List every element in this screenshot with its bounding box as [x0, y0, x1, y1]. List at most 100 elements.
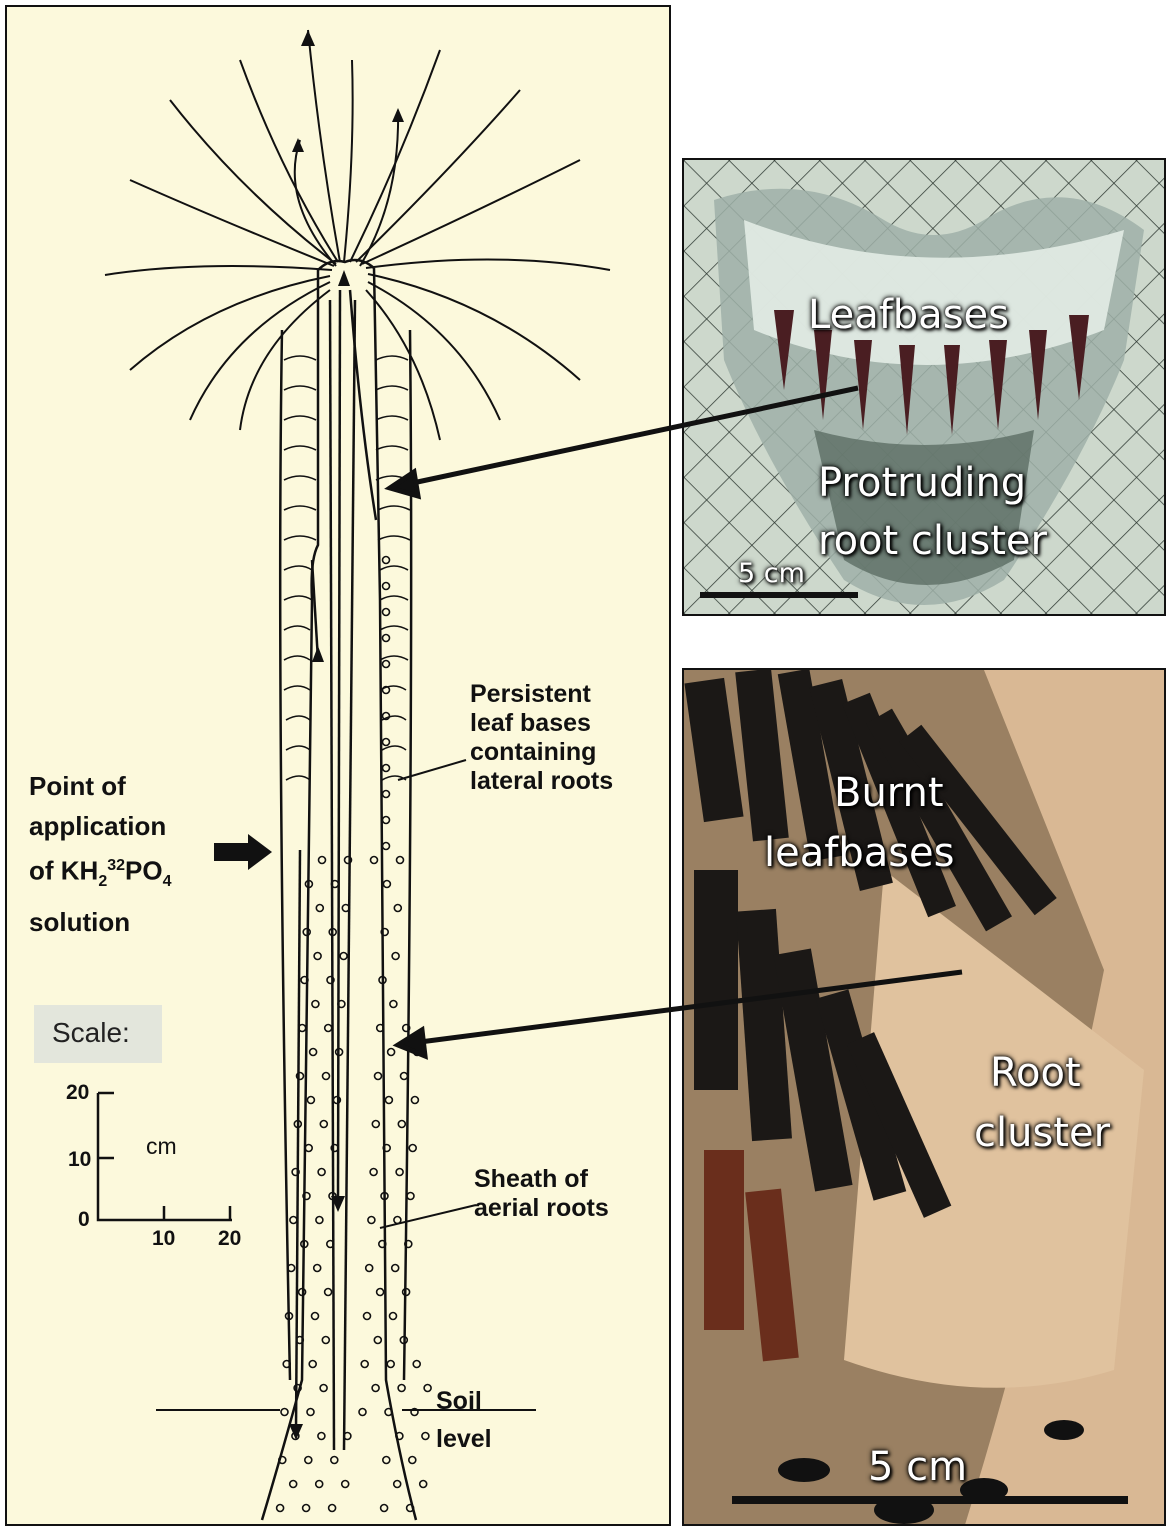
root-dot	[381, 607, 391, 617]
root-dot	[293, 1383, 302, 1393]
root-dot	[399, 1071, 409, 1081]
root-dot	[317, 1431, 326, 1441]
label-root: Root	[990, 1050, 1081, 1096]
root-dot	[313, 951, 322, 961]
root-dot	[289, 1215, 298, 1225]
scale-title: Scale:	[52, 1017, 130, 1048]
label-soil-level: Soil level	[436, 1387, 492, 1453]
root-dot	[304, 1143, 314, 1153]
root-dot	[397, 1119, 407, 1129]
scale-unit: cm	[146, 1133, 177, 1159]
flow-arrowheads	[289, 270, 350, 1440]
root-dot	[386, 1047, 396, 1057]
root-dot	[381, 1455, 391, 1465]
root-dot	[395, 1431, 404, 1441]
root-dot	[315, 1215, 324, 1225]
root-dot	[306, 1407, 315, 1417]
root-dot	[323, 1023, 333, 1033]
root-dot	[381, 789, 391, 799]
root-dot	[303, 1455, 313, 1465]
root-dot	[369, 855, 379, 865]
root-dot	[299, 1239, 309, 1249]
root-dot	[381, 763, 391, 773]
root-dot	[314, 1479, 324, 1489]
top-scale-bar-label: 5 cm	[738, 558, 805, 589]
root-dot	[395, 1167, 404, 1177]
root-dot	[381, 555, 391, 565]
scale-tick-x-20: 20	[218, 1227, 242, 1250]
label-point-of-application: Point of application of KH232PO4 solutio…	[29, 771, 172, 937]
root-dot	[423, 1383, 432, 1393]
label-sheath-of-aerial-roots: Sheath of aerial roots	[474, 1165, 609, 1222]
root-dot	[339, 951, 348, 961]
root-dot	[358, 1407, 367, 1417]
root-dot	[277, 1455, 287, 1465]
root-dot	[311, 999, 320, 1009]
root-dot	[317, 855, 327, 865]
root-dot	[407, 1455, 417, 1465]
root-dot	[341, 903, 351, 913]
label-persistent-leaf-bases: Persistent leaf bases containing lateral…	[470, 680, 614, 795]
root-dot	[381, 711, 391, 721]
root-dot	[343, 855, 353, 865]
root-dot	[317, 1167, 326, 1177]
scale-tick-x-10: 10	[152, 1227, 176, 1250]
root-dot	[291, 1167, 300, 1177]
root-dot	[410, 1407, 419, 1417]
root-dot	[301, 1503, 311, 1513]
top-scale-bar	[700, 592, 858, 598]
root-dot	[321, 1071, 331, 1081]
root-dot	[297, 1287, 307, 1297]
label-burnt-leafbases: leafbases	[764, 830, 955, 876]
root-dot	[306, 1095, 316, 1105]
root-dot	[362, 1311, 372, 1321]
scale-tick-20: 20	[66, 1081, 90, 1104]
root-dot	[378, 975, 387, 985]
root-dot	[323, 1287, 333, 1297]
root-dot	[393, 903, 403, 913]
root-dot	[373, 1335, 383, 1345]
root-dot	[373, 1071, 383, 1081]
scale-title-box: Scale:	[34, 1005, 162, 1063]
label-leafbases: Leafbases	[808, 292, 1009, 338]
label-protruding: Protruding	[818, 460, 1027, 506]
root-dot	[326, 975, 335, 985]
root-dot	[288, 1479, 298, 1489]
root-dot	[340, 1479, 350, 1489]
root-dot	[308, 1359, 318, 1369]
root-dot	[284, 1311, 294, 1321]
root-dot	[343, 1431, 352, 1441]
root-dot	[397, 1383, 406, 1393]
root-dot	[391, 951, 400, 961]
root-dot	[375, 1023, 385, 1033]
root-dot	[371, 1383, 380, 1393]
root-dot	[418, 1479, 428, 1489]
root-dot	[412, 1359, 422, 1369]
root-dot	[384, 1407, 393, 1417]
root-dot	[315, 903, 325, 913]
bottom-scale-bar	[732, 1496, 1128, 1504]
root-dot	[399, 1335, 409, 1345]
root-dot	[392, 1479, 402, 1489]
root-dot	[381, 685, 391, 695]
label-root-cluster: root cluster	[818, 518, 1047, 564]
root-dot	[381, 581, 391, 591]
root-dot	[381, 815, 391, 825]
root-dot	[280, 1407, 289, 1417]
leaf-base-hatching	[283, 355, 411, 781]
leafbase-photo	[682, 158, 1166, 616]
root-dot	[319, 1119, 329, 1129]
root-dot	[325, 1239, 335, 1249]
leader-lines	[156, 759, 536, 1411]
root-dot	[421, 1431, 430, 1441]
application-arrow	[214, 834, 272, 870]
root-dot	[395, 855, 405, 865]
root-dot	[360, 1359, 370, 1369]
root-dot	[321, 1335, 331, 1345]
root-dot	[332, 1095, 342, 1105]
root-dot	[408, 1143, 418, 1153]
aerial-root-dots	[275, 555, 432, 1513]
root-dot	[302, 1191, 311, 1201]
root-dot	[380, 927, 390, 937]
